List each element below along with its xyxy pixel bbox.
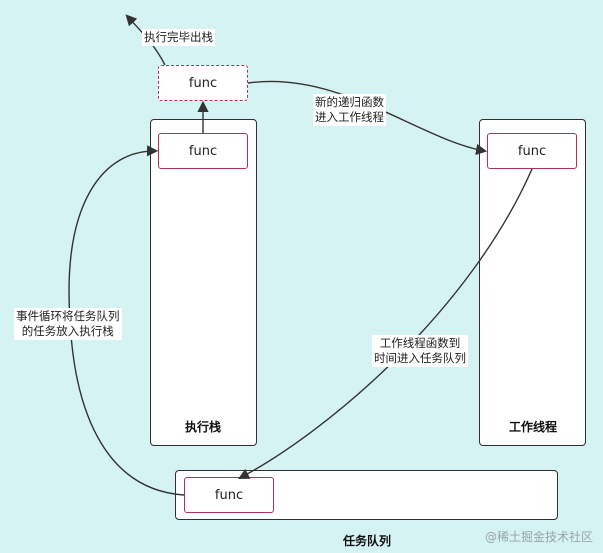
- to-queue-label: 工作线程函数到 时间进入任务队列: [372, 335, 468, 367]
- to-queue-label-line2: 时间进入任务队列: [374, 351, 466, 365]
- worker-thread-panel: 工作线程: [479, 119, 586, 446]
- event-loop-label-line1: 事件循环将任务队列: [16, 309, 120, 323]
- to-worker-label-line1: 新的递归函数: [315, 95, 384, 109]
- pop-stack-label: 执行完毕出栈: [142, 29, 215, 46]
- exec-stack-func-box: func: [158, 133, 248, 169]
- worker-thread-title: 工作线程: [509, 420, 558, 434]
- event-loop-label: 事件循环将任务队列 的任务放入执行栈: [14, 308, 122, 340]
- worker-func-box: func: [487, 133, 577, 169]
- watermark: @稀土掘金技术社区: [484, 530, 593, 544]
- task-queue-title: 任务队列: [343, 534, 392, 548]
- popped-func-box: func: [158, 65, 248, 101]
- event-loop-label-line2: 的任务放入执行栈: [21, 324, 114, 338]
- arrow-to-queue: [238, 168, 533, 480]
- exec-stack-panel: 执行栈: [150, 119, 257, 446]
- to-queue-label-line1: 工作线程函数到: [379, 336, 461, 350]
- to-worker-label-line2: 进入工作线程: [315, 110, 384, 124]
- exec-stack-title: 执行栈: [185, 420, 222, 434]
- task-queue-func-box: func: [184, 477, 274, 513]
- to-worker-label: 新的递归函数 进入工作线程: [313, 94, 386, 126]
